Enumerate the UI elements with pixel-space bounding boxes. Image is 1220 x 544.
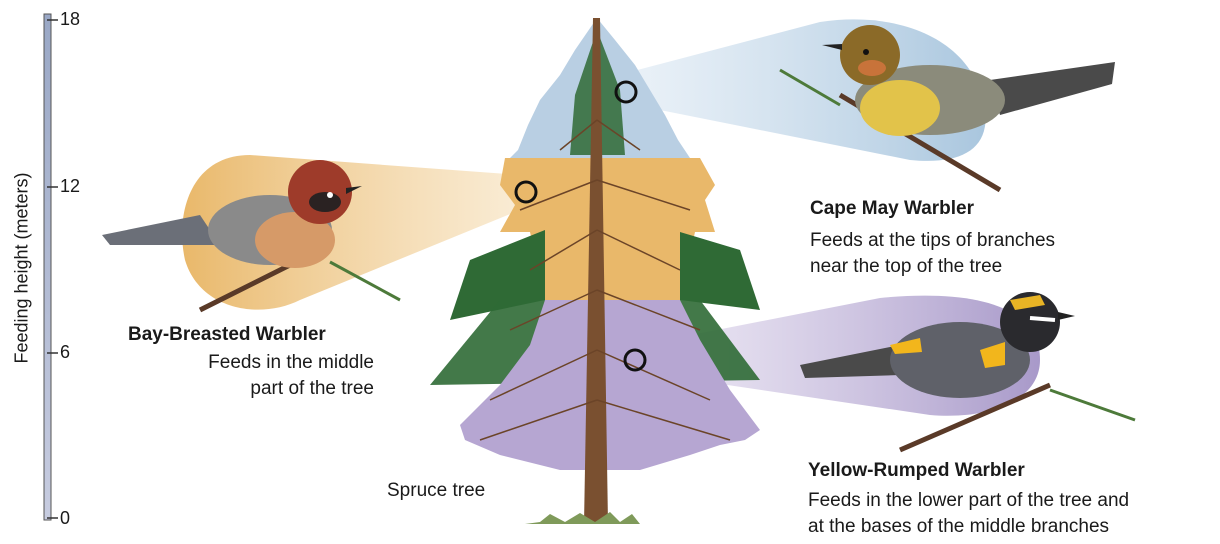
cape-may-description-line-1: Feeds at the tips of branches	[810, 228, 1055, 254]
y-axis-title: Feeding height (meters)	[12, 172, 33, 363]
bay-breasted-description: Feeds in the middle part of the tree	[120, 350, 374, 402]
yellow-rumped-description-line-1: Feeds in the lower part of the tree and	[808, 488, 1129, 514]
tick-label-12: 12	[60, 176, 80, 197]
yellow-rumped-description: Feeds in the lower part of the tree and …	[808, 488, 1129, 540]
cape-may-description-line-2: near the top of the tree	[810, 254, 1055, 280]
yellow-rumped-description-line-2: at the bases of the middle branches	[808, 514, 1129, 540]
tick-label-18: 18	[60, 9, 80, 30]
bay-breasted-description-line-2: part of the tree	[120, 376, 374, 402]
height-scale-bar	[44, 14, 58, 520]
bay-breasted-description-line-1: Feeds in the middle	[120, 350, 374, 376]
spruce-tree-label: Spruce tree	[387, 478, 485, 504]
tick-label-0: 0	[60, 508, 70, 529]
tick-label-6: 6	[60, 342, 70, 363]
cape-may-name: Cape May Warbler	[810, 198, 974, 220]
cape-may-description: Feeds at the tips of branches near the t…	[810, 228, 1055, 280]
bay-breasted-name: Bay-Breasted Warbler	[128, 324, 326, 346]
yellow-rumped-name: Yellow-Rumped Warbler	[808, 460, 1025, 482]
